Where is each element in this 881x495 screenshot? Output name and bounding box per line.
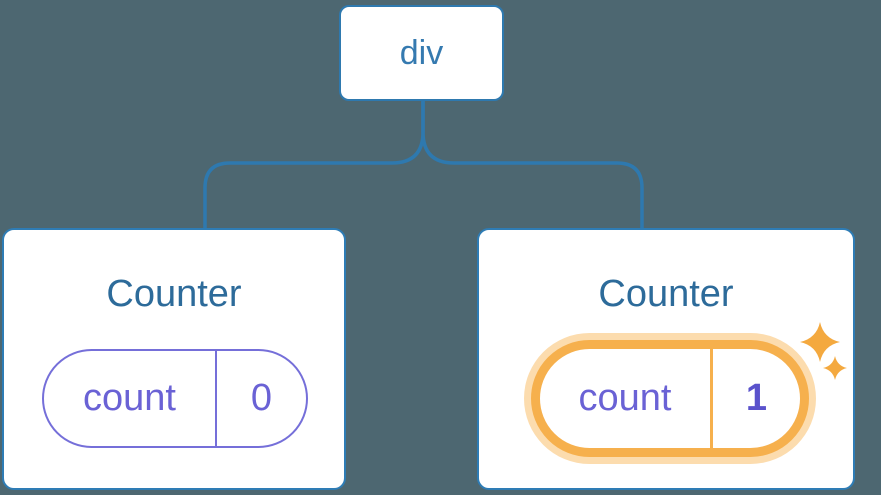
counter-card-left: Counter count 0: [2, 228, 346, 490]
state-value: 1: [745, 377, 768, 419]
pill-value-section: 1: [713, 349, 800, 448]
state-key-label: count: [578, 377, 672, 419]
state-key-label: count: [83, 377, 176, 419]
connector-right-branch: [421, 101, 644, 228]
sparkle-large: [800, 322, 840, 362]
component-title: Counter: [598, 273, 734, 315]
root-node: div: [339, 5, 504, 101]
state-pill: count 0: [42, 349, 308, 448]
root-node-label: div: [399, 33, 444, 72]
pill-value-section: 0: [217, 351, 306, 446]
connector-left-branch: [203, 101, 425, 228]
sparkle-small: [823, 356, 847, 380]
pill-key-section: count: [540, 349, 713, 448]
counter-card-right: Counter count 1: [477, 228, 855, 490]
pill-key-section: count: [44, 351, 217, 446]
state-pill-highlighted: count 1: [531, 340, 809, 457]
state-value: 0: [250, 377, 273, 419]
sparkles-icon: [800, 322, 847, 380]
component-title: Counter: [106, 273, 242, 315]
